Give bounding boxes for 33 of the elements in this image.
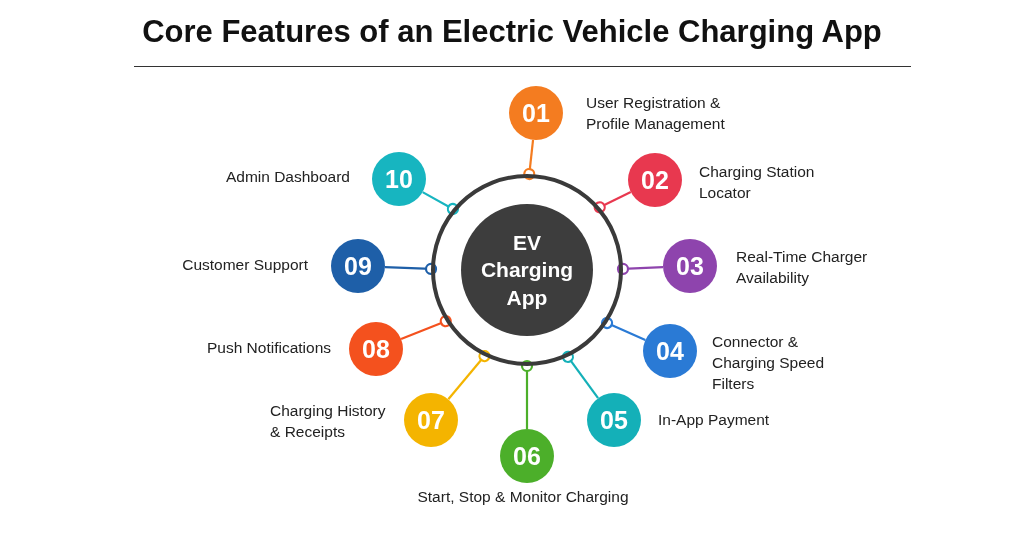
number-circle: 09 <box>331 239 385 293</box>
title: Core Features of an Electric Vehicle Charging App <box>141 14 883 50</box>
feature-label: Push Notifications <box>205 338 331 358</box>
number-circle: 02 <box>628 153 682 207</box>
feature-label: Start, Stop & Monitor Charging <box>416 487 630 507</box>
connector-line <box>447 349 491 400</box>
connector-line <box>400 315 452 340</box>
connector-line <box>600 316 646 342</box>
feature-label: User Registration & Profile Management <box>586 93 726 134</box>
feature-label: Connector & Charging Speed Filters <box>712 332 826 394</box>
connector-line <box>561 350 599 399</box>
hub-circle: EV Charging App <box>461 204 593 336</box>
connector-line <box>616 262 664 275</box>
feature-label: Charging Station Locator <box>699 162 816 203</box>
number-circle: 07 <box>404 393 458 447</box>
feature-label: In-App Payment <box>658 410 771 430</box>
number-circle: 08 <box>349 322 403 376</box>
hub-ring <box>431 174 623 366</box>
number-circle: 05 <box>587 393 641 447</box>
connector-line <box>422 191 459 216</box>
number-circle: 04 <box>643 324 697 378</box>
number-circle: 03 <box>663 239 717 293</box>
feature-label: Admin Dashboard <box>224 167 350 187</box>
connector-line <box>593 191 632 214</box>
connector-line <box>520 359 534 429</box>
number-circle: 10 <box>372 152 426 206</box>
number-circle: 06 <box>500 429 554 483</box>
number-circle: 01 <box>509 86 563 140</box>
connector-line <box>384 262 438 276</box>
feature-label: Charging History & Receipts <box>270 401 387 442</box>
connector-line <box>523 139 536 181</box>
feature-label: Real-Time Charger Availability <box>736 247 869 288</box>
feature-label: Customer Support <box>181 255 308 275</box>
